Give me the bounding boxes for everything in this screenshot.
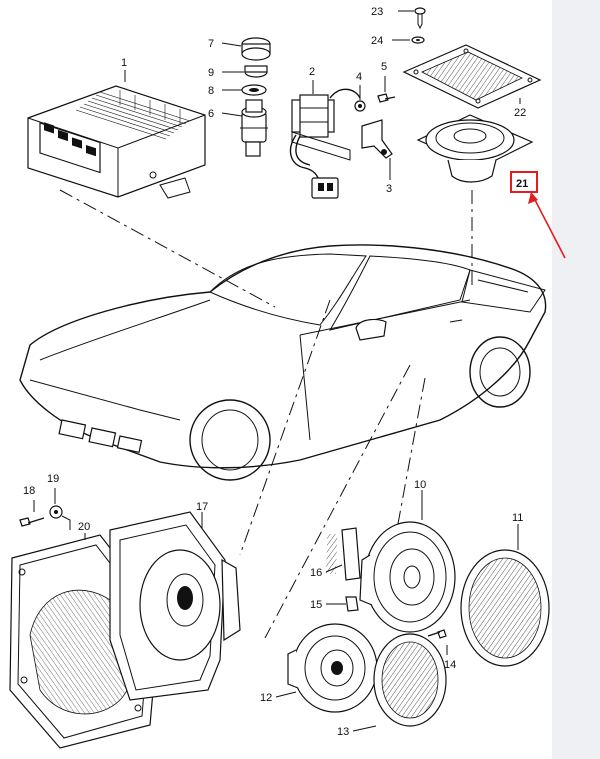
callout-20: 20	[78, 521, 90, 533]
callout-14: 14	[444, 659, 456, 671]
leader-7	[221, 42, 242, 47]
callout-12: 12	[260, 692, 272, 704]
front-speaker-parts	[9, 505, 241, 749]
callout-6: 6	[208, 108, 214, 120]
callout-1: 1	[121, 57, 127, 69]
callout-19: 19	[47, 473, 59, 485]
callout-18: 18	[23, 485, 35, 497]
callout-22: 22	[514, 107, 526, 119]
filter-module	[289, 88, 361, 199]
callout-8: 8	[208, 85, 214, 97]
car-outline	[19, 244, 547, 481]
callout-21: 21	[516, 178, 528, 190]
leader-16	[325, 564, 343, 573]
callout-13: 13	[337, 726, 349, 738]
highlight-arrow	[528, 192, 566, 259]
callout-10: 10	[414, 479, 426, 491]
callout-16: 16	[310, 567, 322, 579]
leader-12	[275, 691, 297, 698]
highlight-box	[510, 171, 538, 193]
callout-23: 23	[371, 6, 383, 18]
callout-15: 15	[310, 599, 322, 611]
callout-2: 2	[309, 66, 315, 78]
callout-4: 4	[356, 71, 362, 83]
amplifier-unit	[27, 85, 206, 199]
leader-13	[352, 725, 377, 732]
side-gutter	[552, 0, 600, 759]
callout-7: 7	[208, 38, 214, 50]
leader-6	[221, 112, 243, 117]
callout-17: 17	[196, 501, 208, 513]
callout-3: 3	[386, 183, 392, 195]
callout-24: 24	[371, 35, 383, 47]
knob-assembly	[240, 37, 271, 157]
callout-5: 5	[381, 61, 387, 73]
callout-9: 9	[208, 67, 214, 79]
door-speaker-parts	[287, 521, 550, 727]
callout-11: 11	[512, 512, 523, 524]
bracket-screw-parts	[354, 93, 396, 159]
rear-speaker-parts	[402, 7, 542, 183]
connection-lines	[59, 189, 473, 639]
